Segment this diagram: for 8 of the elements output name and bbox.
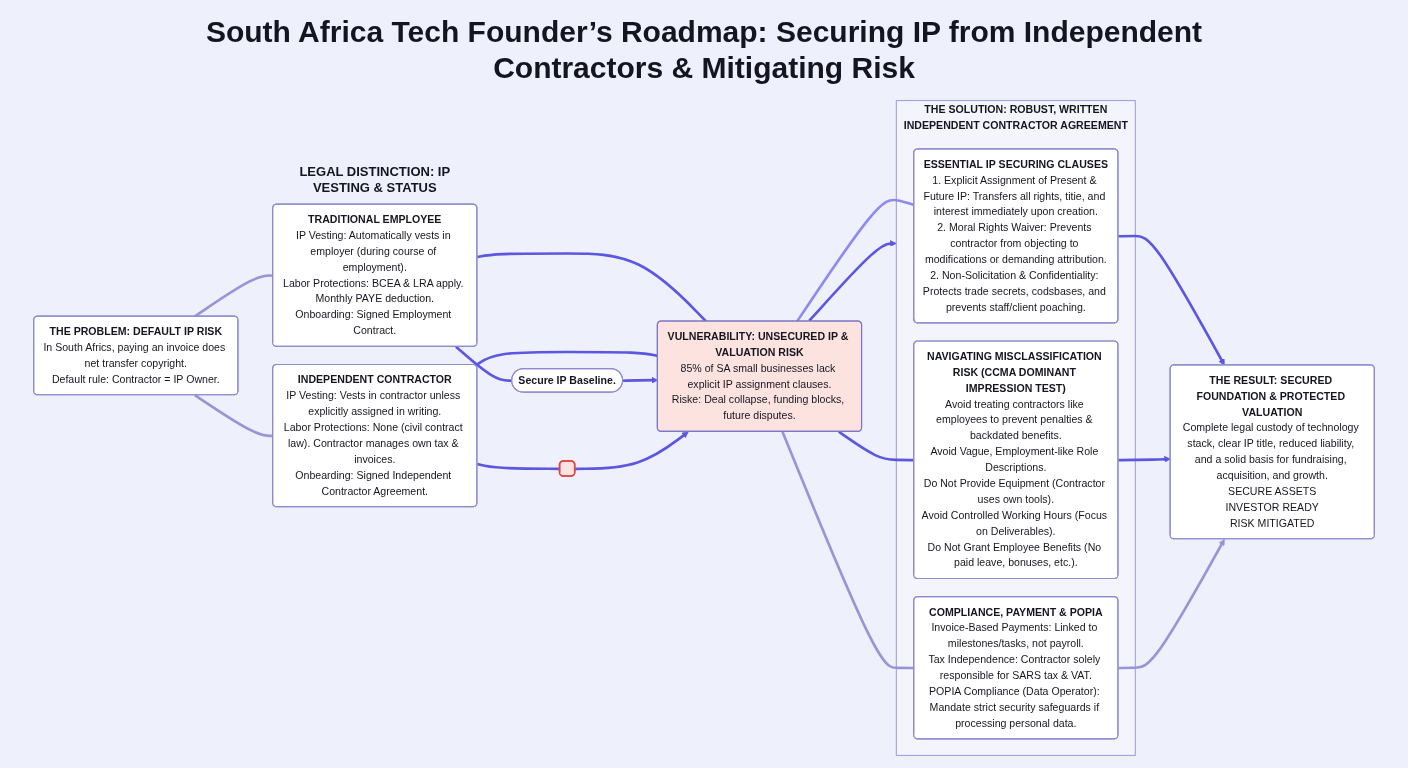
- arrow: [1118, 455, 1171, 463]
- connector: [476, 462, 560, 471]
- arrow: [1118, 234, 1225, 366]
- diagram-title: South Africa Tech Founder’s Roadmap: Securing IP from Independent Contractors & Mitigating Risk: [204, 14, 1204, 86]
- arrow: [1118, 538, 1225, 670]
- arrow: [808, 240, 897, 322]
- section-heading: LEGAL DISTINCTION: IP VESTING & STATUS: [298, 164, 452, 197]
- arrow: [575, 431, 689, 471]
